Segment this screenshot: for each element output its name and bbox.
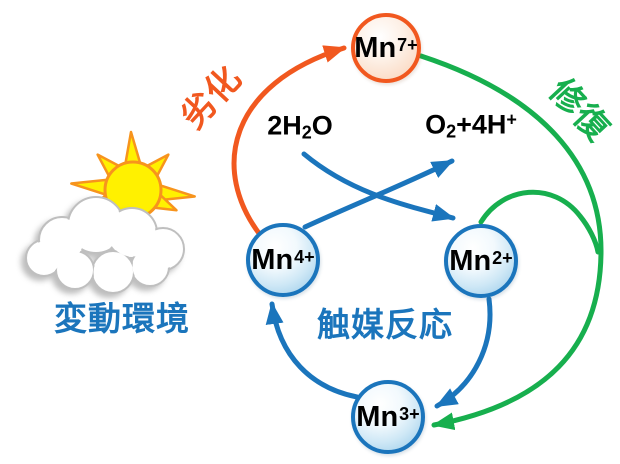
node-mn3: Mn3+ — [351, 380, 425, 454]
mn7-element: Mn — [354, 31, 397, 64]
mn3-charge: 3+ — [399, 403, 420, 424]
oxygen-prefix: O — [425, 109, 447, 140]
node-mn2-label: Mn2+ — [449, 244, 513, 277]
degradation-arrow — [231, 45, 347, 239]
node-mn4: Mn4+ — [246, 223, 320, 297]
mn3-to-mn4-arrow — [265, 301, 360, 400]
product-oxygen-formula: O2+4H+ — [425, 110, 517, 143]
node-mn2: Mn2+ — [444, 224, 518, 298]
mn2-charge: 2+ — [492, 247, 513, 268]
catalysis-label: 触媒反応 — [317, 306, 453, 343]
cloud-icon — [25, 196, 185, 294]
repair-branch-from-mn2 — [478, 189, 601, 255]
node-mn4-label: Mn4+ — [251, 243, 315, 276]
mn2-to-mn3-arrow — [434, 296, 493, 409]
environment-label: 変動環境 — [54, 300, 190, 337]
mn4-element: Mn — [251, 243, 294, 276]
reactant-water-formula: 2H2O — [267, 111, 333, 144]
proton-superscript: + — [506, 109, 517, 130]
oxygen-subscript: 2 — [446, 121, 457, 142]
mn7-charge: 7+ — [397, 34, 418, 55]
water-suffix: O — [311, 110, 333, 141]
node-mn7-label: Mn7+ — [354, 31, 418, 64]
mn4-charge: 4+ — [294, 246, 315, 267]
proton-text: +4H — [456, 109, 507, 140]
mn2-element: Mn — [449, 244, 492, 277]
water-to-mn2-arrow — [301, 151, 456, 222]
repair-arrow-mn7-to-mn3 — [418, 53, 604, 431]
mn4-to-oxygen-arrow — [302, 158, 455, 230]
water-subscript: 2 — [301, 122, 312, 143]
mn3-element: Mn — [356, 400, 399, 433]
water-prefix: 2H — [267, 110, 302, 141]
node-mn3-label: Mn3+ — [356, 400, 420, 433]
node-mn7: Mn7+ — [351, 13, 421, 83]
